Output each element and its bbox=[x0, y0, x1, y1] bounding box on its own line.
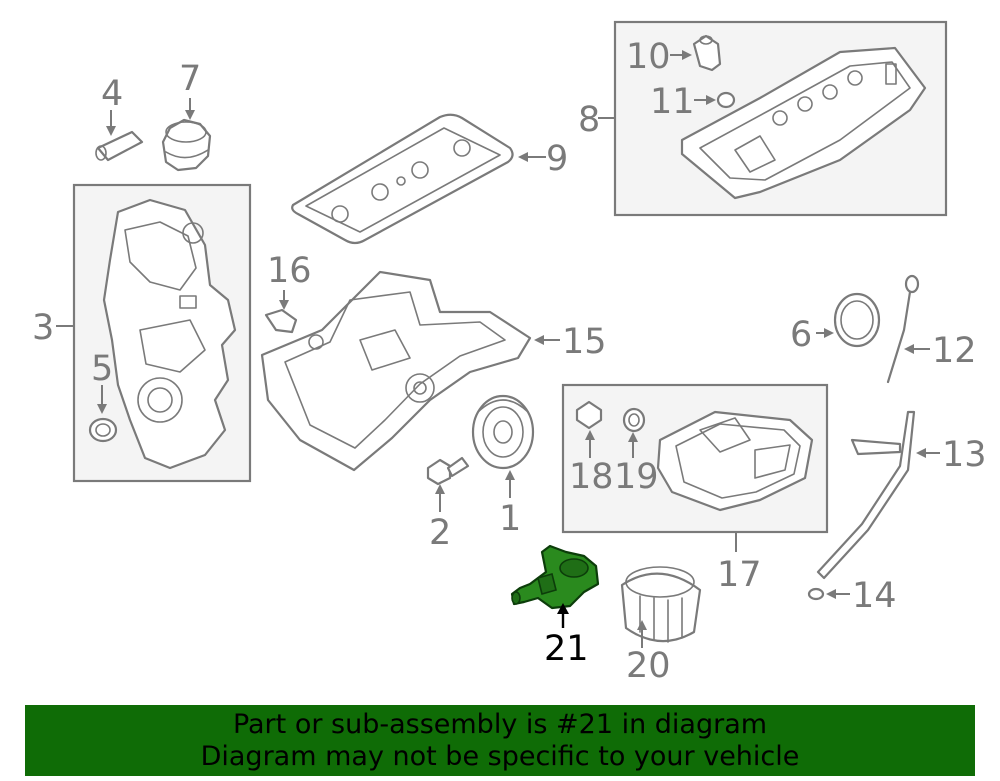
callout-9: 9 bbox=[546, 139, 568, 179]
plug-part bbox=[95, 130, 144, 162]
pcv-valve-part bbox=[692, 34, 722, 72]
callout-19: 19 bbox=[614, 457, 659, 497]
banner-line-1: Part or sub-assembly is #21 in diagram bbox=[232, 708, 768, 740]
oil-filler-cap-part bbox=[161, 118, 212, 172]
valve-cover-part bbox=[680, 46, 927, 200]
callout-21: 21 bbox=[544, 629, 589, 669]
info-banner: Part or sub-assembly is #21 in diagram D… bbox=[25, 705, 975, 776]
callout-8: 8 bbox=[578, 100, 600, 140]
front-seal-part bbox=[88, 417, 118, 443]
callout-20: 20 bbox=[626, 646, 671, 686]
lower-oil-pan-part bbox=[656, 410, 814, 512]
callout-14: 14 bbox=[852, 576, 897, 616]
callout-11: 11 bbox=[650, 82, 695, 122]
exploded-parts-diagram: 1 2 3 4 5 6 7 8 9 10 11 12 13 14 15 16 1… bbox=[32, 20, 987, 686]
callout-4: 4 bbox=[101, 74, 123, 114]
oil-filter-adapter-highlighted-part[interactable] bbox=[510, 544, 600, 610]
callout-labels: 1 2 3 4 5 6 7 8 9 10 11 12 13 14 15 16 1… bbox=[32, 37, 987, 686]
callout-2: 2 bbox=[429, 513, 451, 553]
callout-13: 13 bbox=[942, 435, 987, 475]
callout-17: 17 bbox=[717, 555, 762, 595]
sensor-part bbox=[264, 308, 298, 334]
o-ring-part bbox=[716, 91, 736, 109]
timing-cover-part bbox=[102, 198, 237, 470]
dipstick-tube-part bbox=[816, 410, 916, 580]
rear-seal-part bbox=[833, 292, 881, 348]
callout-1: 1 bbox=[499, 499, 521, 539]
tube-o-ring-part bbox=[807, 587, 825, 601]
pulley-bolt-part bbox=[426, 456, 470, 486]
upper-oil-pan-part bbox=[260, 270, 532, 472]
callout-16: 16 bbox=[267, 251, 312, 291]
drain-plug-part bbox=[575, 400, 603, 430]
leader-lines bbox=[56, 50, 940, 648]
callout-5: 5 bbox=[91, 349, 113, 389]
callout-15: 15 bbox=[562, 322, 607, 362]
oil-filter-part bbox=[620, 566, 702, 643]
callout-7: 7 bbox=[179, 59, 201, 99]
banner-line-2: Diagram may not be specific to your vehi… bbox=[200, 740, 800, 772]
dipstick-part bbox=[886, 274, 920, 384]
valve-cover-gasket-part bbox=[291, 113, 514, 245]
drain-washer-part bbox=[622, 407, 646, 433]
callout-6: 6 bbox=[790, 315, 812, 355]
leader-line-21 bbox=[557, 603, 569, 628]
callout-12: 12 bbox=[932, 331, 977, 371]
callout-3: 3 bbox=[32, 308, 54, 348]
callout-10: 10 bbox=[626, 37, 671, 77]
callout-18: 18 bbox=[569, 457, 614, 497]
crank-pulley-part bbox=[471, 394, 535, 470]
